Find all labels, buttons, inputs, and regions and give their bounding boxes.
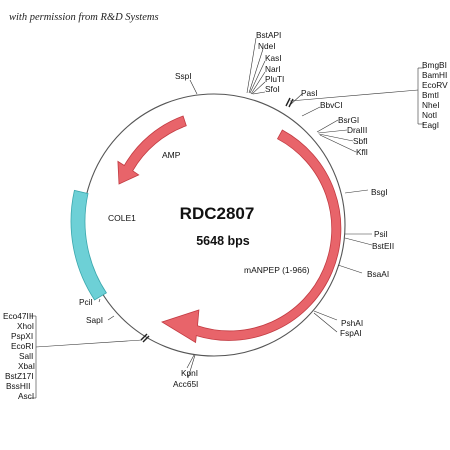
site-label: BstAPI bbox=[256, 30, 281, 40]
single-sites: SspI PasI BbvCI BsrGI DraIII SbfI KflI B… bbox=[79, 71, 394, 389]
site-label: BstZ17I bbox=[5, 371, 34, 381]
site-label: PciI bbox=[79, 297, 93, 307]
site-label: BbvCI bbox=[320, 100, 343, 110]
site-label: EagI bbox=[422, 120, 439, 130]
site-label: PsiI bbox=[374, 229, 388, 239]
amp-arrow bbox=[117, 115, 187, 185]
site-label: NdeI bbox=[258, 41, 276, 51]
site-label: EcoRV bbox=[422, 80, 448, 90]
site-label: KasI bbox=[265, 53, 282, 63]
amp-label: AMP bbox=[162, 150, 181, 160]
bottom-left-site-cluster: Eco47III XhoI PspXI EcoRI SalI XbaI BstZ… bbox=[3, 311, 143, 401]
site-label: NarI bbox=[265, 64, 281, 74]
site-label: SbfI bbox=[353, 136, 368, 146]
site-label: BmgBI bbox=[422, 60, 447, 70]
manpep-arrow bbox=[161, 129, 342, 344]
manpep-label: mANPEP (1-966) bbox=[244, 265, 310, 275]
site-label: DraIII bbox=[347, 125, 367, 135]
site-label: PshAI bbox=[341, 318, 363, 328]
site-label: XbaI bbox=[18, 361, 35, 371]
cole1-feature bbox=[70, 189, 107, 301]
site-label: XhoI bbox=[17, 321, 34, 331]
right-site-cluster: BmgBI BamHI EcoRV BmtI NheI NotI EagI bbox=[289, 60, 448, 130]
site-label: KflI bbox=[356, 147, 368, 157]
plasmid-name: RDC2807 bbox=[180, 204, 255, 223]
site-label: SfoI bbox=[265, 84, 280, 94]
site-label: NotI bbox=[422, 110, 437, 120]
site-label: Eco47III bbox=[3, 311, 33, 321]
cluster-marker-top-right bbox=[285, 97, 294, 108]
cluster-marker-bottom-left bbox=[140, 333, 150, 343]
site-label: FspAI bbox=[340, 328, 362, 338]
site-label: BsgI bbox=[371, 187, 388, 197]
top-site-cluster: BstAPI NdeI KasI NarI PluTI SfoI bbox=[246, 30, 284, 95]
plasmid-backbone bbox=[82, 93, 346, 357]
site-label: BsaAI bbox=[367, 269, 389, 279]
site-label: AscI bbox=[18, 391, 34, 401]
site-label: KpnI bbox=[181, 368, 198, 378]
site-label: SspI bbox=[175, 71, 192, 81]
site-label: PspXI bbox=[11, 331, 33, 341]
site-label: PasI bbox=[301, 88, 318, 98]
site-label: BsrGI bbox=[338, 115, 359, 125]
plasmid-size: 5648 bps bbox=[196, 234, 250, 248]
site-label: BssHII bbox=[6, 381, 30, 391]
site-label: NheI bbox=[422, 100, 440, 110]
site-label: BmtI bbox=[422, 90, 439, 100]
site-label: BstEII bbox=[372, 241, 394, 251]
site-label: SapI bbox=[86, 315, 103, 325]
site-label: Acc65I bbox=[173, 379, 198, 389]
site-label: EcoRI bbox=[11, 341, 34, 351]
site-label: SalI bbox=[19, 351, 33, 361]
permission-credit: with permission from R&D Systems bbox=[9, 12, 159, 23]
site-label: BamHI bbox=[422, 70, 447, 80]
cole1-label: COLE1 bbox=[108, 213, 136, 223]
site-label: PluTI bbox=[265, 74, 284, 84]
